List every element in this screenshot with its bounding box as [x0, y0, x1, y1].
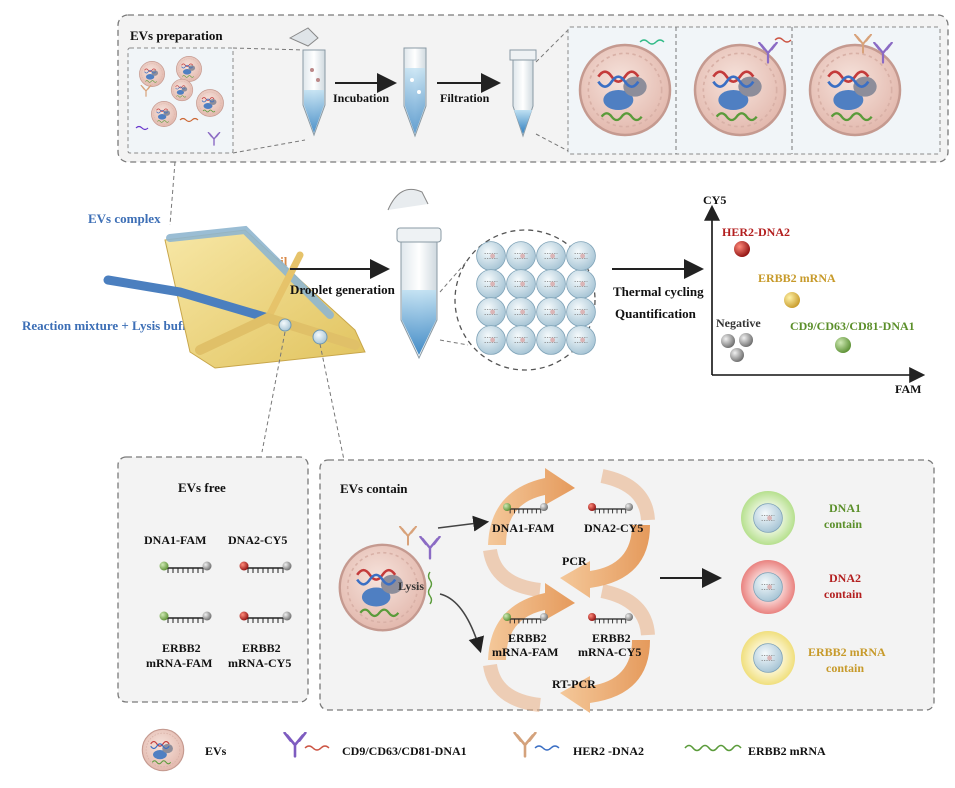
- label-reaction-mixture: Reaction mixture + Lysis buffer: [22, 318, 198, 333]
- result-dna1-line2: contain: [824, 517, 862, 531]
- tube-1: [288, 27, 326, 137]
- cluster-label-negative: Negative: [716, 316, 761, 330]
- rtpcr-right-label-2: mRNA-CY5: [578, 645, 641, 659]
- pcr-cycle: [483, 468, 655, 598]
- free-probe-erbb2-cy5: ERBB2 mRNA-CY5: [228, 611, 292, 670]
- cluster-negative: [721, 333, 753, 362]
- tube-2: [403, 47, 427, 138]
- svg-text:DNA2-CY5: DNA2-CY5: [228, 533, 287, 547]
- x-axis-label: FAM: [895, 382, 921, 396]
- ev-plain: [578, 43, 672, 137]
- svg-text:mRNA-FAM: mRNA-FAM: [146, 656, 212, 670]
- free-probe-dna2-cy5: DNA2-CY5: [228, 533, 292, 574]
- tube-3: [509, 27, 571, 153]
- step-filtration: Filtration: [440, 91, 490, 105]
- result-erbb2: [741, 631, 795, 685]
- cluster-label-erbb2: ERBB2 mRNA: [758, 271, 836, 285]
- pcr-right-label: DNA2-CY5: [584, 521, 643, 535]
- pcr-label: PCR: [562, 554, 587, 568]
- result-erbb2-line2: contain: [826, 661, 864, 675]
- microfluidic-chip: [103, 225, 366, 369]
- result-dna1: [741, 491, 795, 545]
- rtpcr-left-label-2: mRNA-FAM: [492, 645, 558, 659]
- pcr-probe-left: [503, 503, 548, 514]
- free-probe-erbb2-fam: ERBB2 mRNA-FAM: [146, 611, 212, 670]
- y-axis-label: CY5: [703, 193, 726, 207]
- evs-free-panel: [117, 456, 309, 703]
- rtpcr-left-label-1: ERBB2: [508, 631, 547, 645]
- prep-title: EVs preparation: [130, 28, 223, 43]
- result-dna1-line1: DNA1: [829, 501, 861, 515]
- svg-text:mRNA-CY5: mRNA-CY5: [228, 656, 291, 670]
- label-quantification: Quantification: [615, 306, 697, 321]
- label-evs-complex: EVs complex: [88, 211, 161, 226]
- cluster-label-her2: HER2-DNA2: [722, 225, 790, 239]
- svg-text:DNA1-FAM: DNA1-FAM: [144, 533, 206, 547]
- rtpcr-probe-right: [588, 613, 633, 624]
- cluster-her2: [734, 241, 750, 257]
- result-erbb2-line1: ERBB2 mRNA: [808, 645, 886, 659]
- legend: EVs CD9/CD63/CD81-DNA1 HER2 -DNA2 ERBB2 …: [141, 728, 826, 772]
- step-incubation: Incubation: [333, 91, 389, 105]
- rtpcr-probe-left: [503, 613, 548, 624]
- svg-text:ERBB2: ERBB2: [242, 641, 281, 655]
- rtpcr-cycle: [483, 583, 655, 713]
- label-droplet-generation: Droplet generation: [290, 282, 396, 297]
- legend-evs: EVs: [205, 744, 227, 758]
- evs-free-title: EVs free: [178, 480, 226, 495]
- rtpcr-right-label-1: ERBB2: [592, 631, 631, 645]
- evs-mixture: [135, 56, 224, 146]
- scatter-plot: CY5 FAM HER2-DNA2 ERBB2 mRNA Negative CD…: [703, 193, 926, 396]
- svg-text:ERBB2: ERBB2: [162, 641, 201, 655]
- result-dna2-line2: contain: [824, 587, 862, 601]
- cluster-erbb2: [784, 292, 800, 308]
- result-dna2-line1: DNA2: [829, 571, 861, 585]
- ev-lysis: [338, 526, 441, 632]
- legend-dna1: CD9/CD63/CD81-DNA1: [342, 744, 467, 758]
- ev-with-dna1: [693, 42, 787, 137]
- cluster-dna1: [835, 337, 851, 353]
- legend-dna2: HER2 -DNA2: [573, 744, 644, 758]
- evs-contain-title: EVs contain: [340, 481, 408, 496]
- free-probe-dna1-fam: DNA1-FAM: [144, 533, 212, 574]
- legend-erbb2: ERBB2 mRNA: [748, 744, 826, 758]
- cluster-label-dna1: CD9/CD63/CD81-DNA1: [790, 319, 915, 333]
- droplet-tube: [387, 188, 442, 360]
- label-thermal-cycling: Thermal cycling: [613, 284, 704, 299]
- rtpcr-label: RT-PCR: [552, 677, 596, 691]
- label-lysis: Lysis: [398, 579, 424, 593]
- result-dna2: [741, 560, 795, 614]
- pcr-probe-right: [588, 503, 633, 514]
- pcr-left-label: DNA1-FAM: [492, 521, 554, 535]
